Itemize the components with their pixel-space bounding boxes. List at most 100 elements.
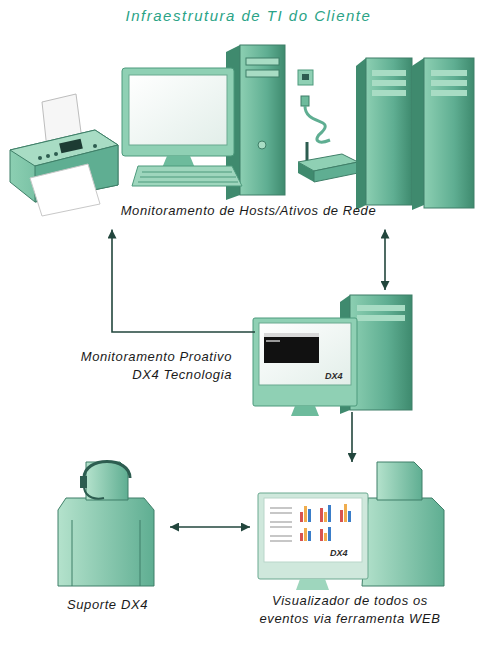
servers-part: [431, 90, 467, 96]
support-person-part: [72, 520, 73, 586]
support-person-part: [58, 498, 154, 586]
desktop-computer-part: [142, 172, 232, 173]
desktop-computer-part: [240, 45, 285, 195]
support-person-part: [84, 488, 104, 499]
device-caption: Monitoramento de Hosts/Ativos de Rede: [5, 202, 492, 220]
bar-chart: [300, 504, 351, 541]
network-devices: [298, 70, 358, 182]
web-viewer: [258, 462, 444, 590]
monitoring-workstation-part: [264, 333, 319, 337]
monitoring-workstation-part: [357, 315, 405, 321]
printer-part: [59, 139, 83, 154]
report-lines-part: [270, 535, 292, 537]
printer-part: [38, 156, 42, 160]
bar-chart-part: [344, 504, 347, 522]
monitoring-workstation-part: [291, 406, 319, 416]
bar-chart-part: [304, 506, 307, 522]
servers-part: [372, 90, 406, 96]
bar-chart-part: [324, 512, 327, 522]
monitoring-workstation-part: [253, 318, 357, 406]
network-devices-part: [298, 70, 313, 85]
brand-logo: DX4: [325, 372, 343, 381]
web-viewer-part: [258, 493, 368, 579]
device-group: Monitoramento de Hosts/Ativos de Rede: [5, 30, 492, 230]
report-lines-part: [270, 526, 292, 528]
printer-part: [93, 144, 97, 148]
printer-part: [46, 154, 50, 158]
printer-part: [30, 164, 100, 216]
bar-chart-part: [308, 531, 311, 541]
support-person-part: [140, 520, 141, 586]
desktop-computer: [122, 45, 285, 200]
bar-chart-part: [340, 510, 343, 522]
report-lines-part: [270, 540, 292, 542]
report-lines-part: [270, 507, 292, 509]
servers-part: [424, 58, 474, 208]
report-lines-part: [270, 512, 292, 514]
servers-part: [431, 80, 467, 86]
desktop-computer-part: [140, 177, 236, 178]
network-devices-part: [314, 162, 358, 182]
web-viewer-part: [296, 579, 329, 590]
desktop-computer-part: [246, 58, 279, 65]
support-person-part: [84, 462, 130, 479]
servers-part: [372, 70, 406, 76]
servers: [356, 58, 474, 210]
monitoring-workstation-part: [259, 323, 351, 385]
monitoring-workstation-part: [266, 340, 280, 342]
desktop-computer-part: [258, 141, 266, 149]
monitoring-workstation-part: [350, 295, 412, 410]
flow-arrow: [170, 526, 250, 528]
support-person-part: [80, 476, 87, 488]
bar-chart-part: [300, 512, 303, 522]
network-devices-part: [301, 96, 309, 106]
bar-chart-part: [308, 509, 311, 522]
bar-chart-part: [328, 505, 331, 522]
diagram-title: Infraestrutura de TI do Cliente: [0, 7, 497, 24]
bar-chart-part: [348, 511, 351, 522]
network-devices-part: [305, 106, 330, 142]
servers-part: [412, 58, 424, 210]
bar-chart-part: [320, 508, 323, 522]
desktop-computer-part: [138, 182, 238, 183]
support-person-part: [86, 462, 128, 500]
desktop-computer-part: [122, 68, 234, 156]
web-viewer-part: [362, 498, 444, 586]
printer-part: [54, 152, 58, 156]
monitoring-workstation: [253, 295, 412, 416]
servers-part: [356, 58, 366, 210]
web-viewer-part: [264, 498, 362, 562]
device-group: Monitoramento Proativo DX4 Tecnologia: [255, 290, 420, 412]
bar-chart-part: [324, 533, 327, 541]
servers-part: [431, 70, 467, 76]
servers-part: [366, 58, 412, 205]
device-caption: Suporte DX4: [45, 596, 170, 614]
bar-chart-part: [328, 527, 331, 541]
flow-arrow: [112, 230, 255, 332]
device-group: Suporte DX4: [45, 458, 170, 618]
desktop-computer-part: [132, 166, 242, 186]
desktop-computer-part: [129, 75, 227, 145]
brand-logo: DX4: [330, 549, 348, 558]
monitoring-workstation-part: [264, 337, 319, 363]
web-viewer-part: [377, 462, 422, 500]
support-person: [58, 462, 154, 587]
bar-chart-part: [304, 528, 307, 541]
device-caption: Monitoramento Proativo DX4 Tecnologia: [67, 348, 232, 383]
flow-arrow: [384, 230, 386, 290]
bar-chart-part: [300, 533, 303, 541]
network-devices-part: [298, 162, 314, 182]
network-devices-part: [302, 74, 309, 80]
servers-part: [372, 80, 406, 86]
printer: [10, 94, 118, 216]
bar-chart-part: [320, 529, 323, 541]
network-devices-part: [306, 142, 309, 162]
report-lines-part: [270, 521, 292, 523]
monitoring-workstation-part: [357, 305, 405, 311]
desktop-computer-part: [246, 70, 279, 77]
report-lines: [270, 508, 292, 541]
